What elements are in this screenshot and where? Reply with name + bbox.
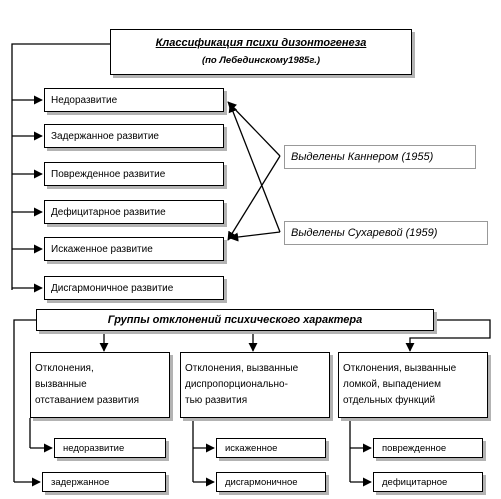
group-2-leaf-1: искаженное — [216, 438, 326, 458]
type-box-2: Задержанное развитие — [44, 124, 224, 148]
kanner-label-box: Выделены Каннером (1955) — [284, 145, 476, 169]
group-2-leaf-2: дисгармоничное — [216, 472, 326, 492]
type-label: Дисгармоничное развитие — [51, 282, 174, 294]
leaf-label: недоразвитие — [63, 442, 125, 454]
diagram-title: Классификация психи дизонтогенеза — [155, 37, 367, 49]
group-1-line: вызванные — [35, 379, 87, 390]
diagram-subtitle: (по Лебединскому1985г.) — [201, 55, 321, 66]
title-to-spine-line — [11, 43, 110, 290]
group-1-leaf-1: недоразвитие — [54, 438, 166, 458]
type-label: Искаженное развитие — [51, 243, 153, 255]
sukhareva-arrow-to-type-1 — [228, 103, 281, 233]
leaf-label: поврежденное — [382, 442, 447, 454]
sukhareva-arrow-to-type-5 — [229, 231, 281, 242]
group-box-3: Отклонения, вызванные ломкой, выпадением… — [338, 352, 488, 418]
type-label: Задержанное развитие — [51, 130, 159, 142]
type-label: Поврежденное развитие — [51, 168, 166, 180]
group-2-line: диспропорционально- — [185, 379, 288, 390]
type-box-6: Дисгармоничное развитие — [44, 276, 224, 300]
diagram-title-box: Классификация психи дизонтогенеза (по Ле… — [110, 29, 412, 75]
kanner-arrow-to-type-1 — [227, 101, 281, 157]
sukhareva-label-box: Выделены Сухаревой (1959) — [284, 221, 488, 245]
group-3-line: Отклонения, вызванные — [343, 363, 457, 374]
leaf-label: задержанное — [51, 476, 110, 488]
group-2-line: Отклонения, вызванные — [185, 363, 299, 374]
type-box-4: Дефицитарное развитие — [44, 200, 224, 224]
groups-header-box: Группы отклонений психического характера — [36, 309, 434, 331]
group-1-line: отставанием развития — [35, 395, 139, 406]
type-box-5: Искаженное развитие — [44, 237, 224, 261]
leaf-label: дисгармоничное — [225, 476, 298, 488]
group-3-leaf-1: поврежденное — [373, 438, 483, 458]
type-label: Недоразвитие — [51, 94, 118, 106]
arrow-to-group-3 — [405, 319, 491, 352]
group-3-line: ломкой, выпадением — [343, 379, 441, 390]
sukhareva-label: Выделены Сухаревой (1959) — [291, 226, 438, 239]
type-label: Дефицитарное развитие — [51, 206, 166, 218]
kanner-arrow-to-type-5 — [227, 155, 281, 241]
type-box-1: Недоразвитие — [44, 88, 224, 112]
kanner-label: Выделены Каннером (1955) — [291, 150, 434, 163]
group-box-1: Отклонения, вызванные отставанием развит… — [30, 352, 170, 418]
group-2-line: тью развития — [185, 395, 248, 406]
leaf-label: искаженное — [225, 442, 278, 454]
group-3-line: отдельных функций — [343, 395, 436, 406]
type-box-3: Поврежденное развитие — [44, 162, 224, 186]
group-3-leaf-2: дефицитарное — [373, 472, 483, 492]
groups-left-spine — [13, 319, 36, 482]
group-box-2: Отклонения, вызванные диспропорционально… — [180, 352, 330, 418]
leaf-label: дефицитарное — [382, 476, 448, 488]
group-1-line: Отклонения, — [35, 363, 94, 374]
group-1-leaf-2: задержанное — [42, 472, 166, 492]
groups-header: Группы отклонений психического характера — [107, 313, 363, 326]
